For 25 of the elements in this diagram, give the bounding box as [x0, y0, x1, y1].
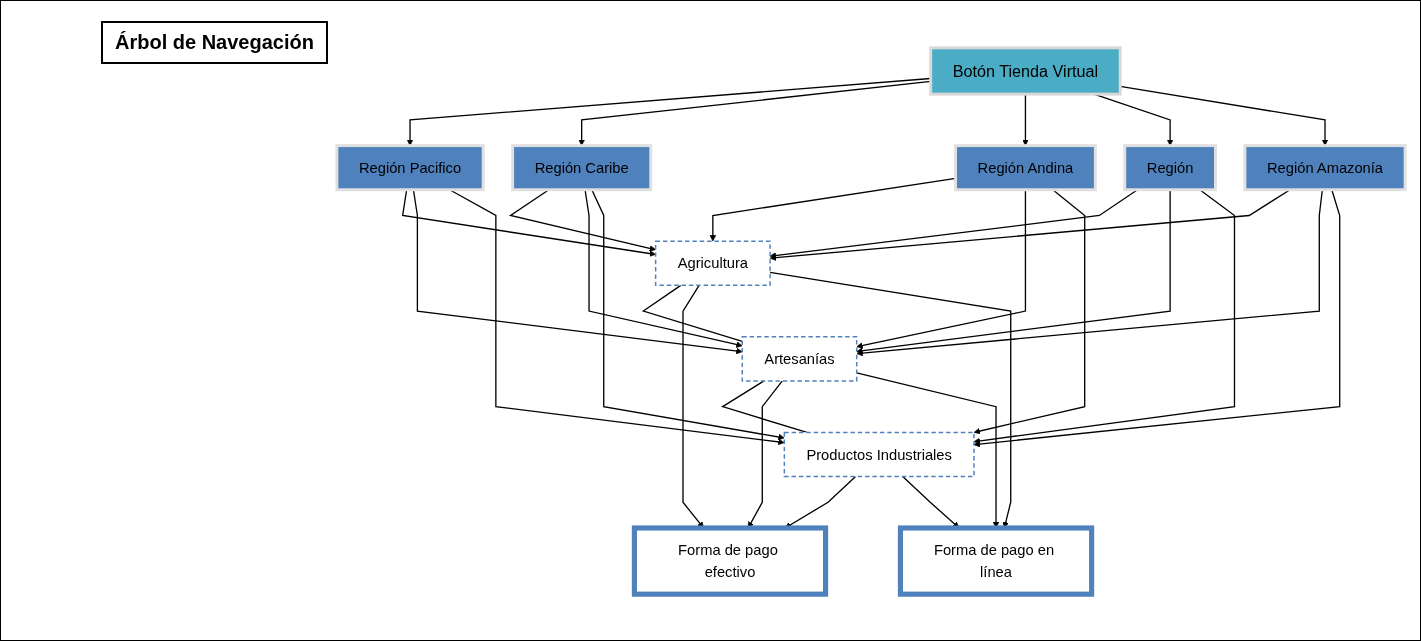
- node-box: Forma de pago efectivo: [631, 525, 829, 597]
- arrow: [401, 189, 656, 257]
- arrow: [973, 189, 1341, 448]
- arrow: [856, 189, 1027, 349]
- arrow: [584, 189, 743, 348]
- node-box: Región Pacifico: [335, 144, 485, 192]
- node-box: Productos Industriales: [783, 431, 975, 478]
- arrow: [856, 189, 1323, 357]
- diagram-title: Árbol de Navegación: [101, 21, 328, 64]
- arrow: [591, 189, 785, 441]
- node-box: Artesanías: [741, 336, 858, 382]
- node-box: Botón Tienda Virtual: [929, 46, 1122, 96]
- connector: [641, 284, 743, 342]
- node-box: Región Amazonía: [1243, 144, 1407, 192]
- arrow: [973, 189, 1236, 445]
- node-box: Región Caribe: [511, 144, 653, 192]
- arrow: [856, 189, 1171, 354]
- connector: [721, 380, 808, 434]
- arrow: [412, 189, 743, 355]
- arrow: [508, 189, 656, 252]
- node-box: Agricultura: [654, 240, 771, 287]
- arrow: [973, 189, 1086, 435]
- node-box: Región: [1123, 144, 1217, 192]
- node-box: Región Andina: [954, 144, 1097, 192]
- node-box: Forma de pago en línea: [897, 525, 1095, 597]
